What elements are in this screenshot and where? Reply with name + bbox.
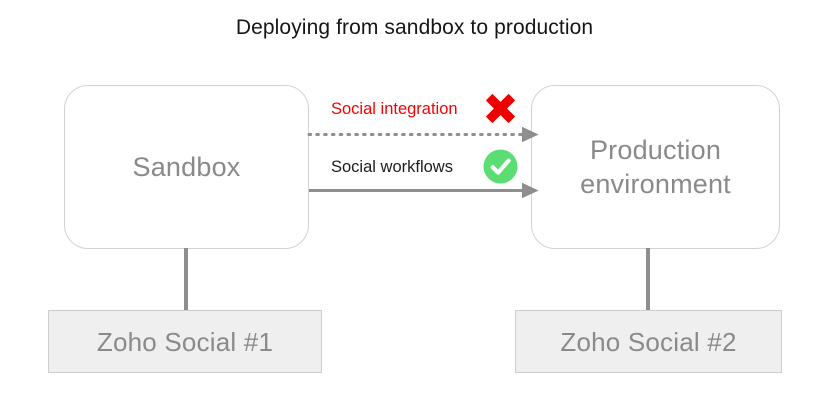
node-sandbox: Sandbox bbox=[64, 85, 309, 249]
red-cross-icon bbox=[482, 90, 519, 127]
node-zoho-social-2: Zoho Social #2 bbox=[515, 310, 782, 373]
node-zoho-social-2-label: Zoho Social #2 bbox=[560, 326, 737, 357]
edge-label-social-workflows: Social workflows bbox=[331, 158, 453, 176]
node-production-environment-label: Production environment bbox=[568, 133, 743, 201]
page-title: Deploying from sandbox to production bbox=[235, 16, 594, 39]
connector-sandbox-to-zoho-social-1 bbox=[184, 248, 188, 311]
node-zoho-social-1: Zoho Social #1 bbox=[48, 310, 322, 373]
connector-production-to-zoho-social-2 bbox=[646, 248, 650, 311]
green-check-icon bbox=[482, 148, 519, 185]
node-zoho-social-1-label: Zoho Social #1 bbox=[96, 326, 274, 357]
node-production-label-line2: environment bbox=[580, 169, 731, 199]
node-sandbox-label: Sandbox bbox=[132, 152, 241, 182]
node-production-environment: Production environment bbox=[531, 85, 780, 249]
node-production-label-line1: Production bbox=[589, 135, 722, 165]
edge-label-social-integration: Social integration bbox=[331, 100, 458, 118]
